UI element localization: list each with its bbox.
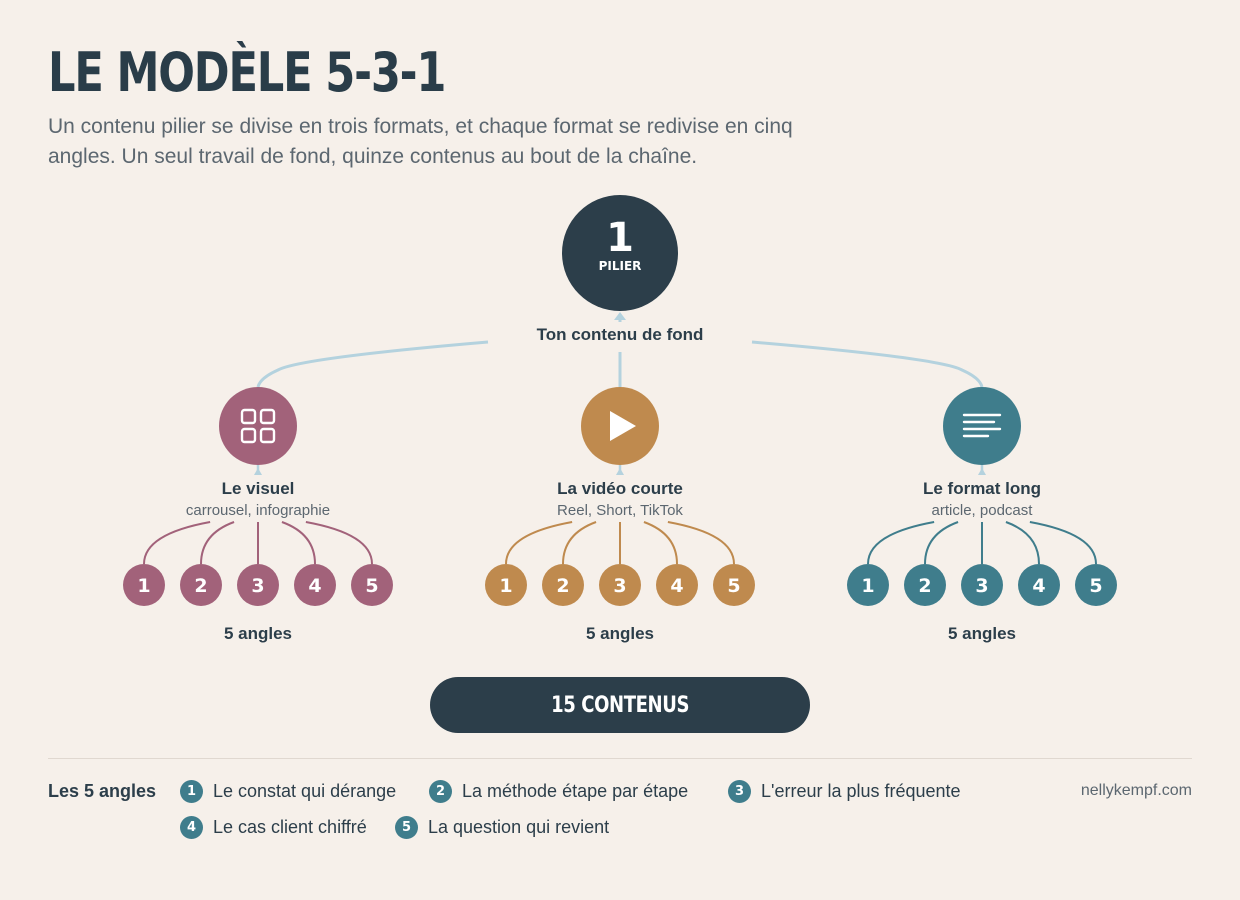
angle-branch <box>281 521 316 565</box>
angle-branch <box>667 521 735 565</box>
format-circle <box>219 387 297 465</box>
angles-count-label: 5 angles <box>586 624 654 643</box>
angle-branch <box>1029 521 1097 565</box>
angle-branch <box>562 521 597 565</box>
connector-long <box>751 340 984 388</box>
format-title: Le format long <box>923 479 1041 498</box>
angle-branch <box>643 521 678 565</box>
angle-circle <box>123 564 165 606</box>
angle-circle <box>656 564 698 606</box>
angle-circle <box>542 564 584 606</box>
arrow-head <box>614 312 626 320</box>
angle-number: 3 <box>975 575 988 597</box>
angle-branch <box>867 521 935 565</box>
total-contents-badge: 15 CONTENUS <box>430 677 810 733</box>
angle-branch <box>200 521 235 565</box>
legend-item-3: 3 L'erreur la plus fréquente <box>728 780 961 803</box>
grid-icon <box>240 408 276 444</box>
angle-number: 5 <box>365 575 378 597</box>
pillar-caption: Ton contenu de fond <box>537 325 704 344</box>
total-contents-label: 15 CONTENUS <box>551 692 689 718</box>
angle-circle <box>351 564 393 606</box>
angle-circle <box>1075 564 1117 606</box>
angle-number: 3 <box>251 575 264 597</box>
format-subtitle: carrousel, infographie <box>186 502 330 519</box>
legend-item-label: La méthode étape par étape <box>462 781 689 801</box>
legend-item-4: 4 Le cas client chiffré <box>180 816 367 839</box>
page-subtitle: Un contenu pilier se divise en trois for… <box>48 115 793 168</box>
angle-number: 5 <box>1089 575 1102 597</box>
format-title: Le visuel <box>222 479 295 498</box>
angle-circle <box>180 564 222 606</box>
play-icon <box>610 411 636 441</box>
angle-branch <box>1005 521 1040 565</box>
legend-item-2: 2 La méthode étape par étape <box>429 780 688 803</box>
legend-item-5: 5 La question qui revient <box>395 816 609 839</box>
arrow-head <box>978 468 986 475</box>
arrow-head <box>616 468 624 475</box>
legend-number-badge: 5 <box>395 816 418 839</box>
legend-number-badge: 1 <box>180 780 203 803</box>
divider <box>48 758 1192 759</box>
angles-count-label: 5 angles <box>224 624 292 643</box>
text-lines-icon <box>962 413 1002 438</box>
angle-circle <box>294 564 336 606</box>
angle-circle <box>1018 564 1060 606</box>
angle-branch <box>505 521 573 565</box>
site-url: nellykempf.com <box>1080 782 1192 799</box>
pillar-circle <box>562 195 678 311</box>
angle-number: 4 <box>308 575 321 597</box>
legend-number-badge: 4 <box>180 816 203 839</box>
legend-number-badge: 2 <box>429 780 452 803</box>
angle-number: 1 <box>499 575 512 597</box>
legend-item-1: 1 Le constat qui dérange <box>180 780 396 803</box>
legend-item-label: Le cas client chiffré <box>213 817 367 837</box>
pillar-label: PILIER <box>599 259 642 273</box>
angle-number: 3 <box>613 575 626 597</box>
angle-circle <box>713 564 755 606</box>
angle-circle <box>237 564 279 606</box>
pillar-number: 1 <box>606 215 634 261</box>
angle-circle <box>485 564 527 606</box>
arrow-head <box>254 468 262 475</box>
legend-number-badge: 3 <box>728 780 751 803</box>
legend-item-label: L'erreur la plus fréquente <box>761 781 961 801</box>
angle-number: 1 <box>861 575 874 597</box>
angle-number: 5 <box>727 575 740 597</box>
angle-branch <box>924 521 959 565</box>
angle-circle <box>599 564 641 606</box>
format-subtitle: article, podcast <box>932 502 1034 519</box>
angle-circle <box>961 564 1003 606</box>
legend-item-label: La question qui revient <box>428 817 610 837</box>
page-title: LE MODÈLE 5-3-1 <box>48 41 446 104</box>
angle-branch <box>305 521 373 565</box>
angle-number: 4 <box>670 575 683 597</box>
format-title: La vidéo courte <box>557 479 683 498</box>
angle-number: 2 <box>194 575 207 597</box>
connectors <box>256 312 984 388</box>
angle-branch <box>143 521 211 565</box>
angle-number: 1 <box>137 575 150 597</box>
angle-number: 2 <box>918 575 931 597</box>
format-long: Le format long article, podcast 1 2 3 4 5 5 ang… <box>847 387 1117 643</box>
angles-count-label: 5 angles <box>948 624 1016 643</box>
format-circle <box>943 387 1021 465</box>
angle-circle <box>904 564 946 606</box>
angle-circle <box>847 564 889 606</box>
angle-number: 2 <box>556 575 569 597</box>
legend-item-label: Le constat qui dérange <box>213 781 397 801</box>
angle-number: 4 <box>1032 575 1045 597</box>
connector-visuel <box>256 340 489 388</box>
format-subtitle: Reel, Short, TikTok <box>557 502 683 519</box>
format-visuel: Le visuel carrousel, infographie 1 2 3 4 5 5 an… <box>123 387 393 643</box>
legend-title: Les 5 angles <box>48 781 157 801</box>
